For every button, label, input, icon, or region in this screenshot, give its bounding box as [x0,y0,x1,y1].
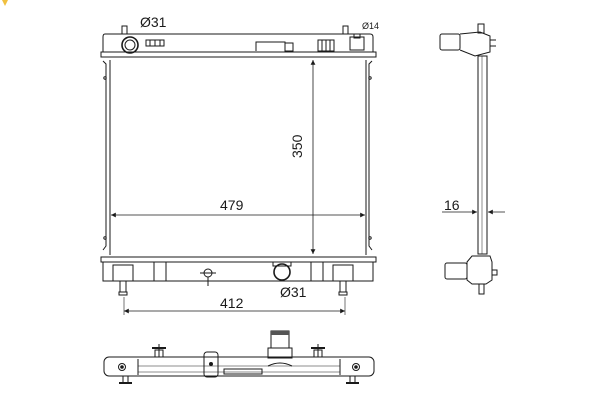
corner-accent-icon [2,0,8,6]
outlet-bottom-diameter-label: Ø31 [280,284,307,300]
mount-spacing-label: 412 [220,295,244,311]
small-port-diameter-label: Ø14 [362,21,380,31]
bottom-tank [100,256,377,296]
inlet-top-diameter-label: Ø31 [140,14,167,30]
top-tank [100,25,377,58]
side-view [439,23,505,295]
core-thickness-label: 16 [444,197,460,213]
small-port [349,36,365,51]
outlet-pipe [273,263,291,281]
core-height-label: 350 [289,134,305,158]
side-rails [102,60,373,255]
front-view [100,25,377,315]
filler-cap [121,36,139,54]
core-width-label: 479 [220,197,244,213]
top-view [103,330,375,384]
